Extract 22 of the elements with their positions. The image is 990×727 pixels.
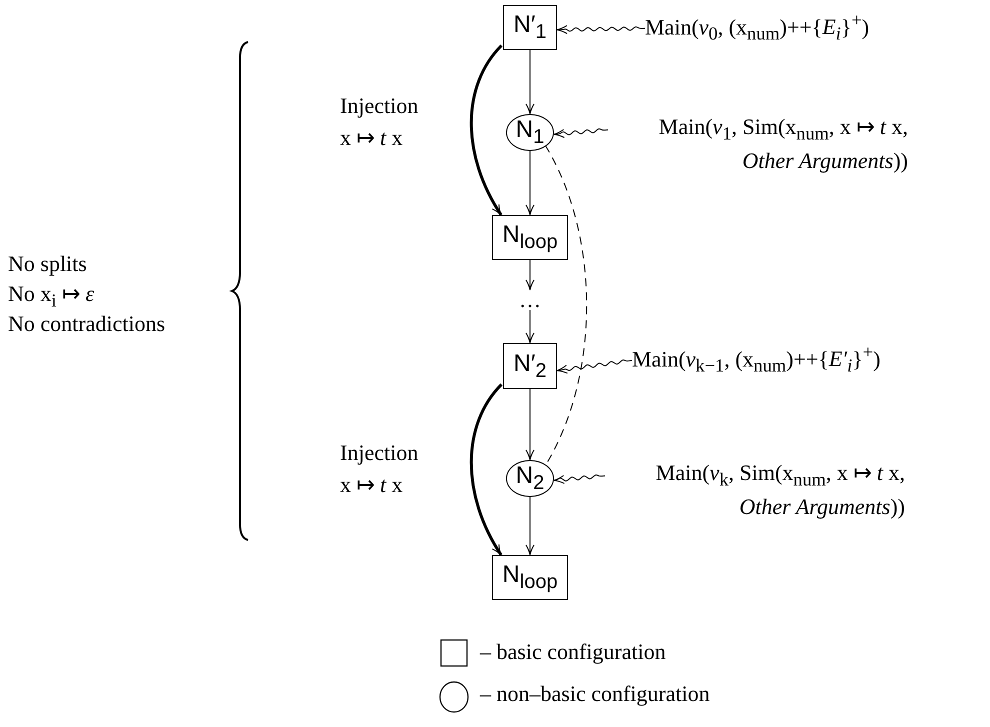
configuration-box	[503, 5, 557, 50]
configuration-box	[492, 215, 568, 260]
annotation-text: Main(v$_{k−1}$, (x$_{num}$)++{E′$_{i}$}$^{+}$)	[632, 340, 982, 374]
configuration-box	[503, 343, 557, 389]
node-label: N′$_{2}$	[514, 352, 546, 380]
configuration-oval	[506, 114, 554, 151]
legend-text: – basic configuration	[480, 639, 666, 665]
annotation-text: Main(v$_{k}$, Sim(x$_{num}$, x ↦ t x, Other Arguments))	[605, 458, 905, 524]
configuration-oval	[506, 460, 554, 497]
legend-text: – non–basic configuration	[480, 681, 710, 707]
annotation-text: Main(v$_{0}$, (x$_{num}$)++{E$_{i}$}$^{+}$)	[645, 8, 985, 42]
node-label: N$_{loop}$	[502, 223, 558, 252]
condition-text: No splits	[8, 250, 87, 278]
node-label: N$_{1}$	[516, 118, 544, 147]
node-label: N$_{loop}$	[502, 563, 558, 592]
condition-text: No x$_{i}$ ↦ ε	[8, 280, 94, 312]
condition-text: No contradictions	[8, 310, 166, 338]
ellipsis-text: …	[510, 290, 550, 310]
configuration-box	[492, 555, 568, 600]
annotation-text: Main(v$_{1}$, Sim(x$_{num}$, x ↦ t x, Other Arguments))	[608, 112, 908, 178]
node-label: N$_{2}$	[516, 464, 544, 493]
node-label: N′$_{1}$	[514, 13, 546, 42]
